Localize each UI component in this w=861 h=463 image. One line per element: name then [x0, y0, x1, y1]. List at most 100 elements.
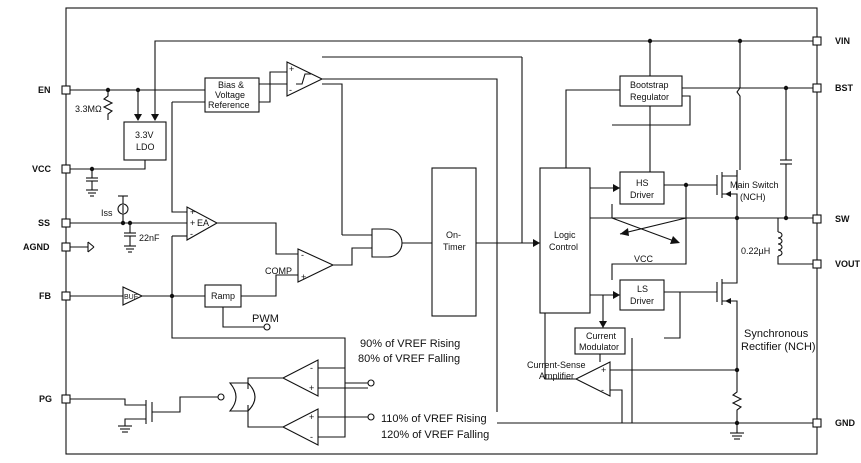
svg-text:Synchronous: Synchronous [744, 328, 809, 340]
svg-text:VCC: VCC [32, 164, 52, 174]
pin-agnd: AGND [23, 242, 71, 252]
svg-text:HS: HS [636, 178, 649, 188]
ls-driver-block: VCC LS Driver [611, 254, 717, 339]
svg-text:LDO: LDO [136, 142, 155, 152]
gnd-bus [497, 338, 813, 424]
svg-text:-: - [601, 385, 604, 395]
lower-threshold-rising: 110% of VREF Rising [381, 413, 487, 425]
svg-text:COMP: COMP [265, 266, 292, 276]
svg-text:Regulator: Regulator [630, 92, 669, 102]
pin-sw: SW [812, 214, 850, 224]
svg-text:Ramp: Ramp [211, 291, 235, 301]
svg-text:EA: EA [197, 218, 209, 228]
svg-text:+: + [601, 365, 606, 375]
bootstrap-capacitor [780, 88, 792, 221]
hs-driver-block: HS Driver [619, 171, 717, 205]
svg-text:+: + [301, 272, 306, 282]
svg-text:(NCH): (NCH) [740, 192, 766, 202]
enable-comparator: + - [259, 61, 498, 412]
upper-threshold-falling: 80% of VREF Falling [358, 353, 460, 365]
lower-threshold-falling: 120% of VREF Falling [381, 429, 489, 441]
svg-text:+: + [309, 383, 314, 393]
pg-mosfet [70, 398, 153, 433]
svg-text:Control: Control [549, 242, 578, 252]
pin-pg: PG [39, 394, 71, 404]
bootstrap-regulator-block: Bootstrap Regulator [612, 75, 813, 172]
svg-text:+: + [289, 64, 294, 74]
logic-control-block: Logic Control [539, 89, 813, 328]
pin-bst: BST [812, 83, 854, 93]
svg-text:Bias &: Bias & [218, 80, 244, 90]
error-amplifier: + + - EA [171, 101, 298, 255]
pin-vout: VOUT [812, 259, 861, 269]
svg-text:+: + [190, 218, 195, 228]
svg-text:PG: PG [39, 394, 52, 404]
en-line: 3.3MΩ [70, 87, 205, 121]
svg-text:On-: On- [446, 230, 461, 240]
agnd-line [70, 241, 95, 253]
main-switch-mosfet: Main Switch (NCH) [716, 170, 779, 221]
svg-text:Iss: Iss [101, 208, 113, 218]
svg-text:EN: EN [38, 85, 51, 95]
sense-resistor [730, 370, 744, 440]
vcc-line [70, 160, 146, 197]
ic-outline [65, 7, 818, 455]
svg-text:Timer: Timer [443, 242, 466, 252]
sync-rectifier-mosfet: Synchronous Rectifier (NCH) [716, 218, 816, 373]
svg-text:FB: FB [39, 291, 51, 301]
pin-fb: FB [39, 291, 71, 301]
svg-text:Voltage: Voltage [215, 90, 245, 100]
svg-text:Logic: Logic [554, 230, 576, 240]
svg-text:Driver: Driver [630, 190, 654, 200]
svg-text:Current: Current [586, 331, 617, 341]
on-timer-block: On- Timer [431, 167, 540, 317]
svg-text:-: - [301, 250, 304, 260]
svg-text:Main Switch: Main Switch [730, 180, 779, 190]
svg-text:-: - [190, 229, 193, 239]
svg-text:Current-Sense: Current-Sense [527, 360, 586, 370]
vin-bus [151, 38, 813, 190]
svg-text:Reference: Reference [208, 100, 250, 110]
svg-text:VIN: VIN [835, 36, 850, 46]
svg-text:Rectifier (NCH): Rectifier (NCH) [741, 341, 816, 353]
pin-gnd: GND [812, 418, 856, 428]
ramp-block: Ramp PWM [204, 274, 298, 331]
current-modulator-block: Current Modulator [574, 327, 626, 362]
pin-vin: VIN [812, 36, 850, 46]
svg-text:VCC: VCC [634, 254, 654, 264]
svg-text:Bootstrap: Bootstrap [630, 80, 669, 90]
and-gate [322, 83, 432, 258]
svg-text:BST: BST [835, 83, 854, 93]
svg-text:GND: GND [835, 418, 856, 428]
pin-ss: SS [38, 218, 71, 228]
current-sense-amplifier: + - Current-Sense Amplifier [527, 313, 737, 423]
ldo-block: 3.3V LDO [123, 121, 167, 161]
svg-text:22nF: 22nF [139, 233, 160, 243]
cross-coupling [611, 185, 687, 265]
upper-threshold-rising: 90% of VREF Rising [360, 338, 460, 350]
inductor: 0.22µH [741, 218, 813, 265]
bias-reference-block: Bias & Voltage Reference [204, 77, 260, 113]
svg-text:3.3MΩ: 3.3MΩ [75, 104, 102, 114]
svg-text:Modulator: Modulator [579, 342, 619, 352]
svg-text:+: + [309, 412, 314, 422]
svg-text:SW: SW [835, 214, 850, 224]
svg-text:BUF: BUF [124, 294, 138, 301]
pin-en: EN [38, 85, 71, 95]
svg-text:Amplifier: Amplifier [539, 371, 574, 381]
svg-text:+: + [190, 207, 195, 217]
svg-text:SS: SS [38, 218, 50, 228]
comp-comparator: - + COMP [265, 247, 372, 283]
pg-upper-comparator: - + [281, 359, 375, 397]
threshold-labels: 90% of VREF Rising 80% of VREF Falling 1… [358, 338, 489, 441]
svg-text:3.3V: 3.3V [135, 130, 154, 140]
svg-text:-: - [310, 363, 313, 373]
pin-vcc: VCC [32, 164, 71, 174]
svg-text:PWM: PWM [252, 313, 279, 325]
pg-nor-gate [152, 377, 283, 428]
svg-text:-: - [310, 432, 313, 442]
svg-text:AGND: AGND [23, 242, 50, 252]
svg-text:VOUT: VOUT [835, 259, 861, 269]
svg-text:LS: LS [637, 284, 648, 294]
